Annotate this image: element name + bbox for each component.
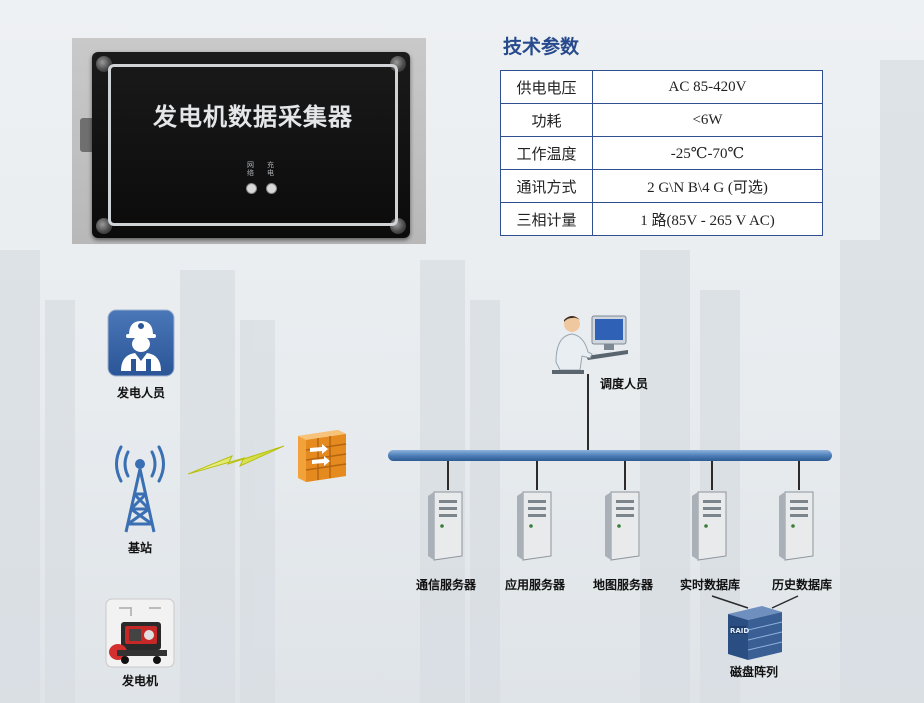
cell-tower-icon: [115, 445, 165, 533]
spec-value: 1 路(85V - 265 V AC): [592, 202, 823, 236]
connector-lines: [711, 595, 799, 609]
cable-connector: [80, 118, 94, 152]
server-icon: [428, 491, 463, 561]
lightning-icon: [188, 445, 284, 475]
server-icon: [779, 491, 814, 561]
spec-key: 供电电压: [500, 70, 593, 104]
table-row: 工作温度 -25℃-70℃: [500, 136, 823, 170]
spec-title: 技术参数: [503, 36, 580, 58]
spec-value: -25℃-70℃: [592, 136, 823, 170]
app-server-label: 应用服务器: [504, 578, 565, 592]
led-indicator: [246, 183, 257, 194]
raid-badge: RAID: [730, 627, 750, 635]
dispatcher-label: 调度人员: [599, 377, 648, 391]
spec-value: 2 G\N B\4 G (可选): [592, 169, 823, 203]
table-row: 三相计量 1 路(85V - 265 V AC): [500, 202, 823, 236]
data-collector-box: 发电机数据采集器 网络 充电: [92, 52, 410, 238]
network-bus: [388, 374, 832, 490]
device-title: 发电机数据采集器: [153, 103, 353, 131]
led-label-network: 网络: [247, 161, 254, 177]
history-db-label: 历史数据库: [771, 578, 832, 592]
device-faceplate: 发电机数据采集器 网络 充电: [108, 64, 398, 226]
generator-label: 发电机: [121, 674, 158, 688]
base-station-label: 基站: [127, 541, 152, 555]
spec-key: 工作温度: [500, 136, 593, 170]
generator-icon: [105, 598, 175, 668]
table-row: 功耗 <6W: [500, 103, 823, 137]
led-label-charge: 充电: [267, 161, 274, 177]
worker-icon: [107, 309, 175, 377]
server-icon: [517, 491, 552, 561]
spec-key: 三相计量: [500, 202, 593, 236]
disk-array-icon: [728, 606, 783, 660]
spec-key: 功耗: [500, 103, 593, 137]
realtime-db-label: 实时数据库: [679, 578, 740, 592]
dispatcher-workstation-icon: [552, 315, 628, 374]
spec-value: AC 85-420V: [592, 70, 823, 104]
comm-server-label: 通信服务器: [415, 578, 476, 592]
server-icon: [605, 491, 640, 561]
spec-value: <6W: [592, 103, 823, 137]
generator-staff-label: 发电人员: [116, 386, 165, 400]
spec-key: 通讯方式: [500, 169, 593, 203]
table-row: 供电电压 AC 85-420V: [500, 70, 823, 104]
map-server-label: 地图服务器: [592, 578, 653, 592]
led-indicator: [266, 183, 277, 194]
spec-table: 供电电压 AC 85-420V 功耗 <6W 工作温度 -25℃-70℃ 通讯方…: [500, 70, 823, 236]
server-icon: [692, 491, 727, 561]
firewall-icon: [298, 430, 347, 482]
device-photo: 发电机数据采集器 网络 充电: [72, 38, 426, 244]
table-row: 通讯方式 2 G\N B\4 G (可选): [500, 169, 823, 203]
disk-array-label: 磁盘阵列: [729, 665, 778, 679]
